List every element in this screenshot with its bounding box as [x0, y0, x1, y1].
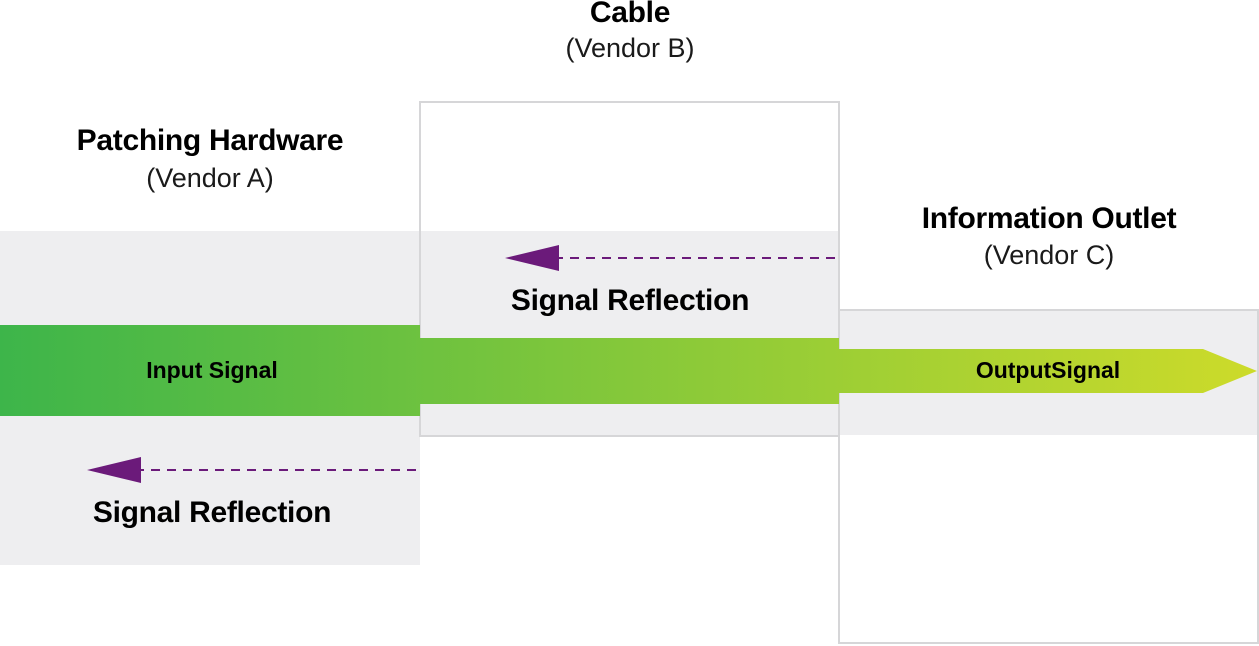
input-signal-label: Input Signal	[146, 357, 278, 383]
reflection-arrowhead-cable	[505, 245, 559, 271]
reflection-arrowhead-patching	[87, 457, 141, 483]
cable-band	[421, 231, 838, 435]
information-outlet-title: Information Outlet	[921, 202, 1177, 235]
patching-hardware-title: Patching Hardware	[76, 124, 344, 157]
cable-title: Cable	[589, 0, 671, 29]
patching-hardware-vendor: (Vendor A)	[146, 163, 274, 193]
output-signal-label: OutputSignal	[975, 357, 1121, 383]
information-outlet-vendor: (Vendor C)	[983, 240, 1115, 270]
signal-path-arrow	[0, 325, 1257, 416]
cable-vendor: (Vendor B)	[565, 33, 695, 63]
signal-reflection-patching-label: Signal Reflection	[92, 496, 332, 529]
signal-reflection-cable-label: Signal Reflection	[510, 284, 750, 317]
